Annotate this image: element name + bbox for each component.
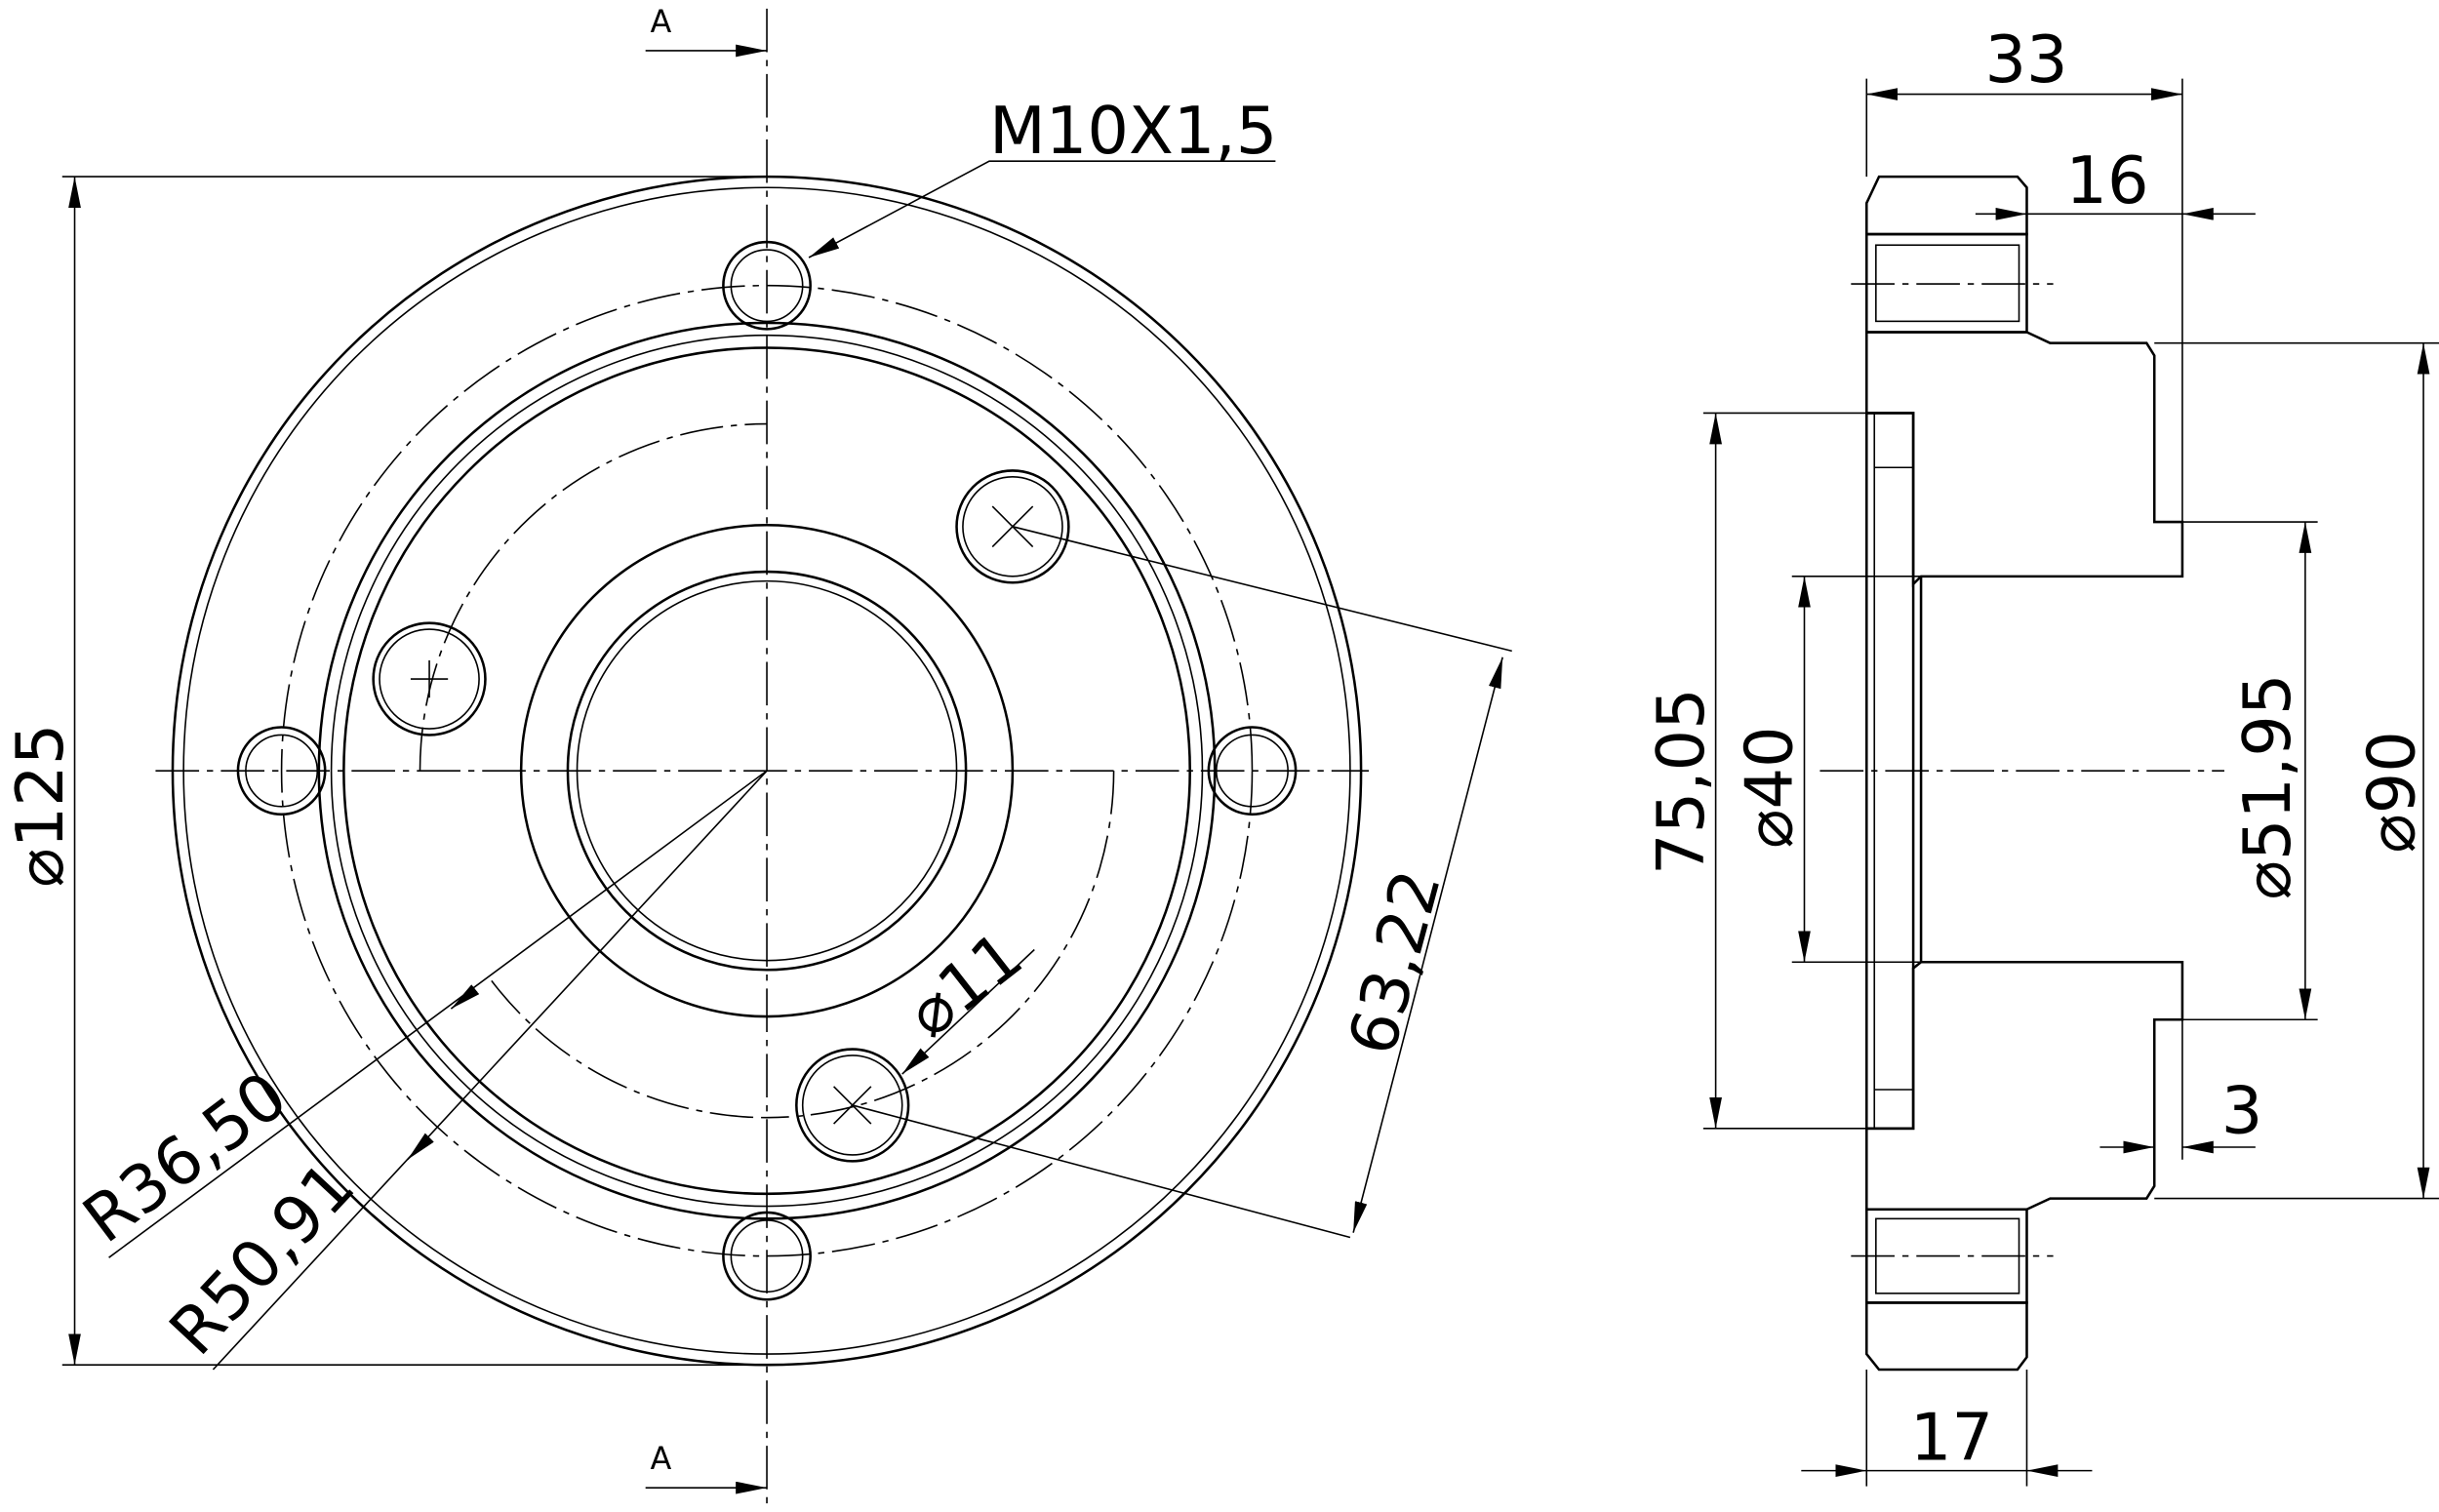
bore-edge [566, 570, 968, 972]
flange-thickness-label: 17 [1910, 1399, 1993, 1475]
diameter-125-label: ⌀125 [2, 724, 78, 888]
front-view: A A ⌀125 M10X1,5 ⌀11 R36,50 R50,91 63,22 [2, 3, 1512, 1507]
thread-leader [808, 160, 1276, 259]
hole-spacing-dimension [1352, 657, 1503, 1233]
hole-spacing-label: 63,22 [1334, 862, 1456, 1062]
through-holes [372, 469, 1070, 1163]
offset-16-label: 16 [2065, 142, 2148, 219]
counterbore-label: 75,05 [1643, 688, 1719, 875]
outer-rim-chamfer [182, 186, 1351, 1355]
bore-label: ⌀40 [1732, 726, 1808, 849]
hole-diameter-leader [901, 948, 1035, 1075]
bore-chamfer [576, 579, 958, 962]
hub-edge [317, 321, 1217, 1220]
section-view: 33 16 75,05 ⌀40 ⌀51,95 ⌀90 3 17 [1643, 21, 2439, 1487]
section-label-bottom: A [650, 1440, 671, 1477]
hole-diameter-label: ⌀11 [893, 917, 1036, 1053]
counterbore-edge [519, 523, 1015, 1018]
hub-diameter-label: ⌀90 [2353, 731, 2429, 854]
step-diameter-label: ⌀51,95 [2229, 673, 2305, 899]
radius-50-leader [212, 770, 768, 1371]
hub-chamfer [330, 334, 1204, 1208]
hub-step [342, 346, 1191, 1196]
thread-callout-label: M10X1,5 [989, 93, 1277, 169]
section-label-top: A [650, 3, 671, 40]
thread-bolt-circle [280, 284, 1254, 1257]
threaded-holes [236, 240, 1298, 1301]
step-depth-label: 3 [2221, 1073, 2263, 1149]
width-33-label: 33 [1984, 21, 2067, 98]
radius-36-leader [108, 770, 768, 1258]
